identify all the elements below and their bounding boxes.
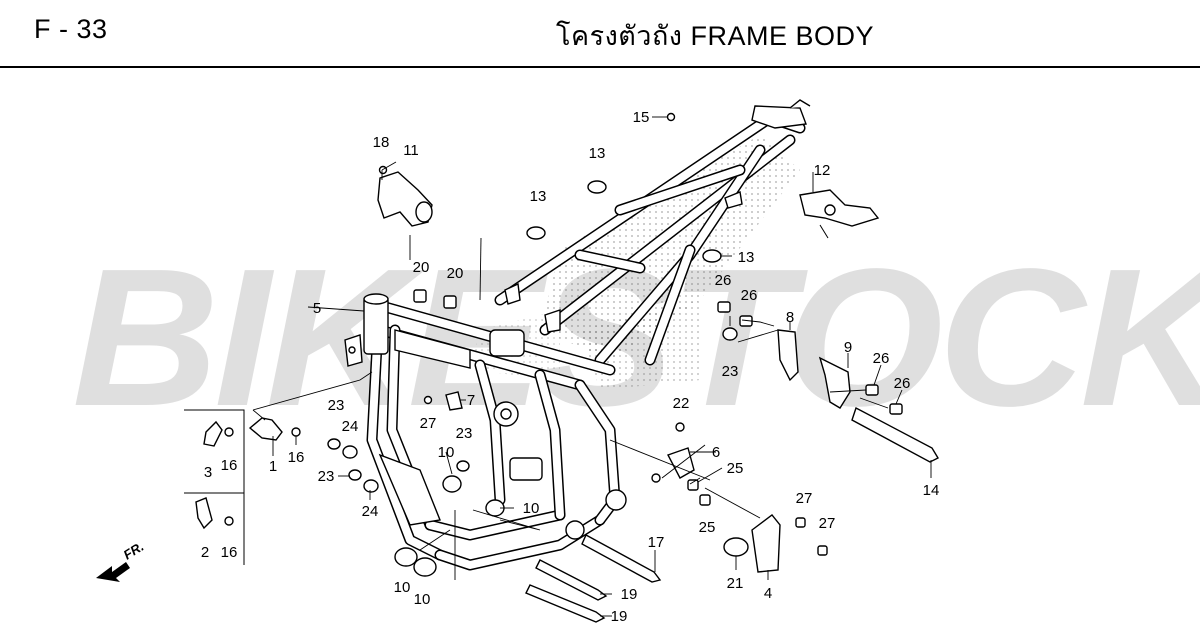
callout-24-b: 24 (362, 503, 379, 520)
callout-26-b: 26 (741, 287, 758, 304)
direction-label: FR. (121, 539, 147, 563)
callout-19-b: 19 (611, 608, 628, 625)
callout-19-a: 19 (621, 586, 638, 603)
callout-13-a: 13 (589, 145, 606, 162)
front-direction-arrow: FR. (96, 539, 146, 582)
callout-22: 22 (673, 395, 690, 412)
page-title: โครงตัวถัง FRAME BODY (556, 21, 874, 51)
callout-5: 5 (313, 300, 321, 317)
loose-parts (195, 112, 939, 623)
leader-lines (252, 170, 889, 580)
callout-14: 14 (923, 482, 940, 499)
page-code: F - 33 (34, 14, 108, 44)
callout-23-b: 23 (328, 397, 345, 414)
callout-13-b: 13 (530, 188, 547, 205)
callout-1: 1 (269, 458, 277, 475)
callout-21: 21 (727, 575, 744, 592)
callout-4: 4 (764, 585, 772, 602)
callout-15: 15 (633, 109, 650, 126)
callout-17: 17 (648, 534, 665, 551)
callout-12: 12 (814, 162, 831, 179)
callout-27-c: 27 (819, 515, 836, 532)
callout-26-c: 26 (873, 350, 890, 367)
callout-9: 9 (844, 339, 852, 356)
frame-body (344, 99, 811, 571)
callout-leaders (272, 116, 932, 617)
callout-10-c: 10 (394, 579, 411, 596)
callout-20-a: 20 (413, 259, 430, 276)
callout-26-d: 26 (894, 375, 911, 392)
callout-8: 8 (786, 309, 794, 326)
callout-26-a: 26 (715, 272, 732, 289)
callout-23-c: 23 (456, 425, 473, 442)
callout-13-c: 13 (738, 249, 755, 266)
callout-27-b: 27 (796, 490, 813, 507)
callout-25-b: 25 (699, 519, 716, 536)
callout-7: 7 (467, 392, 475, 409)
callout-23-d: 23 (318, 468, 335, 485)
callout-2: 2 (201, 544, 209, 561)
callout-10-b: 10 (523, 500, 540, 517)
callout-23-a: 23 (722, 363, 739, 380)
callout-6: 6 (712, 444, 720, 461)
callout-24-a: 24 (342, 418, 359, 435)
callout-16-b: 16 (221, 457, 238, 474)
callout-10-a: 10 (438, 444, 455, 461)
callout-18: 18 (373, 134, 390, 151)
header-divider (0, 66, 1200, 68)
callout-labels: 15 12 13 13 13 18 11 20 20 5 26 26 8 23 … (201, 109, 940, 625)
callout-3: 3 (204, 464, 212, 481)
callout-16-c: 16 (221, 544, 238, 561)
callout-11: 11 (403, 142, 419, 159)
inset-boxes (184, 409, 245, 565)
callout-25-a: 25 (727, 460, 744, 477)
callout-27-a: 27 (420, 415, 437, 432)
callout-10-d: 10 (414, 591, 431, 608)
callout-16-a: 16 (288, 449, 305, 466)
callout-20-b: 20 (447, 265, 464, 282)
